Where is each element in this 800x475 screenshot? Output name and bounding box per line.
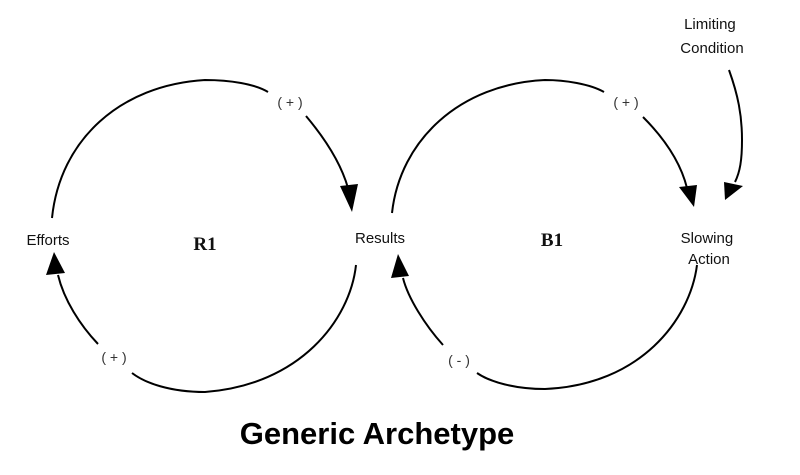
arrowhead-results-r1 <box>340 184 358 212</box>
polarity-slowing-action-results: ( - ) <box>448 352 470 368</box>
node-results: Results <box>355 230 405 247</box>
link-results-to-efforts <box>131 264 357 394</box>
link-results-to-slowing-action <box>391 78 605 214</box>
arrowhead-slowing-action-limit <box>724 182 743 200</box>
diagram-title: Generic Archetype <box>240 416 515 451</box>
node-slowing-action-line1: Slowing <box>681 230 734 247</box>
node-slowing-action-line2: Action <box>688 251 730 268</box>
node-limiting-condition: Limiting Condition <box>680 16 743 57</box>
arrowhead-slowing-action-b1 <box>679 185 697 207</box>
arrowhead-results-b1 <box>391 254 409 278</box>
node-efforts: Efforts <box>26 232 69 249</box>
polarity-results-efforts: ( + ) <box>101 349 126 365</box>
node-limiting-condition-line1: Limiting <box>684 16 736 33</box>
arrowhead-efforts <box>46 252 65 275</box>
polarity-efforts-results: ( + ) <box>277 94 302 110</box>
link-slowing-action-to-results <box>476 264 698 391</box>
link-slowing-action-to-results-tail <box>402 277 444 346</box>
node-slowing-action: Slowing Action <box>681 230 738 268</box>
polarity-results-slowing-action: ( + ) <box>613 94 638 110</box>
node-limiting-condition-line2: Condition <box>680 40 743 57</box>
link-results-to-slowing-action-tail <box>642 116 688 189</box>
link-results-to-efforts-tail <box>57 274 99 345</box>
loop-id-b1: B1 <box>541 230 563 251</box>
link-efforts-to-results-tail <box>305 115 349 189</box>
link-efforts-to-results <box>51 78 269 219</box>
loop-id-r1: R1 <box>193 234 216 255</box>
link-limiting-to-slowing-action <box>728 69 744 183</box>
